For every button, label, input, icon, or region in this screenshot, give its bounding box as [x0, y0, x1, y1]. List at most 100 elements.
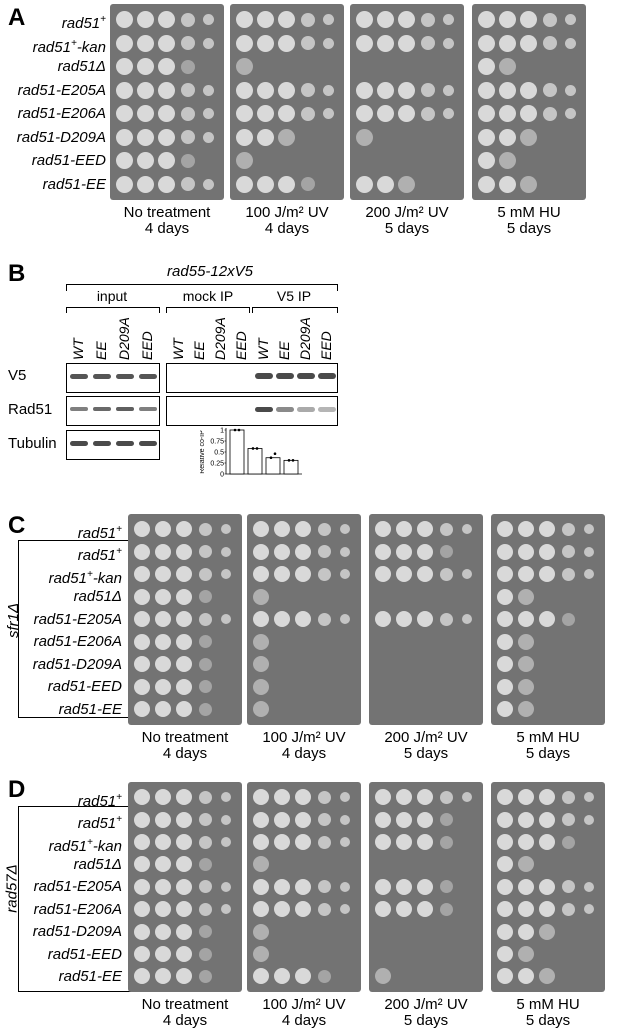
colony-spot [134, 901, 150, 918]
colony-spot [417, 521, 433, 538]
colony-spot [137, 81, 154, 99]
condition-treatment: 100 J/m² UV [262, 728, 346, 746]
colony-spot [323, 108, 334, 120]
inset-point [269, 456, 273, 460]
colony-spot [439, 902, 453, 916]
lane-label: D209A [212, 317, 228, 360]
colony-spot [317, 612, 331, 626]
colony-spot [155, 789, 171, 806]
strain-name: rad51 [77, 815, 117, 833]
condition-treatment: 5 mM HU [497, 204, 561, 221]
colony-spot [278, 81, 295, 99]
colony-spot [176, 566, 192, 583]
colony-spot [134, 789, 150, 806]
colony-spot [221, 524, 231, 535]
colony-spot [375, 611, 391, 628]
strain-label: rad51-D209A [0, 923, 122, 940]
colony-spot [340, 814, 350, 825]
condition-treatment: No treatment [123, 204, 211, 221]
condition-treatment: 100 J/m² UV [245, 204, 329, 221]
condition-duration: 5 days [384, 220, 430, 237]
blot-band [318, 407, 336, 412]
colony-spot [439, 612, 453, 626]
colony-spot [295, 811, 311, 828]
strain-label: rad51-EE [0, 701, 122, 718]
colony-spot [176, 543, 192, 560]
colony-spot [375, 878, 391, 895]
colony-spot [396, 789, 412, 806]
colony-spot [176, 901, 192, 918]
colony-spot [396, 543, 412, 560]
lane-label: EE [191, 341, 207, 360]
colony-spot [180, 36, 195, 51]
colony-spot [340, 904, 350, 915]
condition-duration: 5 days [506, 220, 552, 237]
strain-label: rad51-E205A [0, 611, 122, 628]
colony-spot [375, 521, 391, 538]
colony-spot [317, 790, 331, 804]
inset-point [233, 428, 237, 432]
strain-label: rad51+ [0, 521, 122, 542]
colony-spot [203, 108, 214, 120]
colony-spot [155, 811, 171, 828]
colony-spot [158, 34, 175, 52]
colony-spot [221, 904, 231, 915]
blot-band [139, 407, 157, 411]
blot-band [297, 373, 315, 379]
colony-spot [295, 878, 311, 895]
colony-spot [278, 11, 295, 29]
colony-spot [198, 857, 212, 871]
condition-treatment: 200 J/m² UV [384, 995, 468, 1013]
colony-spot [155, 834, 171, 850]
colony-spot [116, 81, 133, 99]
agar-plate [247, 782, 361, 992]
colony-spot [520, 11, 537, 29]
colony-spot [155, 543, 171, 560]
colony-spot [180, 83, 195, 98]
colony-spot [323, 84, 334, 96]
colony-spot [518, 566, 534, 583]
strain-name: rad51-E206A [17, 105, 106, 123]
colony-spot [478, 81, 495, 99]
colony-spot [155, 678, 171, 695]
colony-spot [375, 789, 391, 806]
condition-duration: 4 days [162, 1011, 208, 1029]
inset-point [255, 447, 259, 450]
colony-spot [356, 81, 373, 99]
colony-spot [253, 588, 269, 605]
colony-spot [439, 567, 453, 581]
colony-spot [180, 12, 195, 27]
colony-spot [134, 834, 150, 850]
colony-spot [518, 656, 534, 673]
colony-spot [542, 36, 557, 51]
colony-spot [253, 611, 269, 628]
colony-spot [221, 614, 231, 625]
mock-ip-bracket [166, 307, 250, 313]
agar-plate [230, 4, 344, 200]
strain-superscript: + [116, 523, 122, 535]
colony-spot [539, 878, 555, 895]
colony-spot [497, 566, 513, 583]
colony-spot [565, 37, 576, 49]
colony-spot [497, 946, 513, 962]
blot-band [318, 373, 336, 379]
colony-spot [375, 811, 391, 828]
colony-spot [253, 878, 269, 895]
colony-spot [518, 878, 534, 895]
inset-ytick-label: 0.5 [214, 450, 224, 457]
colony-spot [137, 34, 154, 52]
blot-band [276, 407, 294, 412]
colony-spot [499, 128, 516, 146]
colony-spot [417, 611, 433, 628]
colony-spot [340, 569, 350, 580]
colony-spot [518, 701, 534, 718]
lane-label: EED [139, 331, 155, 360]
panel-d-letter: D [8, 776, 26, 803]
colony-spot [439, 835, 453, 849]
group-input-label: input [96, 288, 128, 304]
colony-spot [462, 524, 472, 535]
